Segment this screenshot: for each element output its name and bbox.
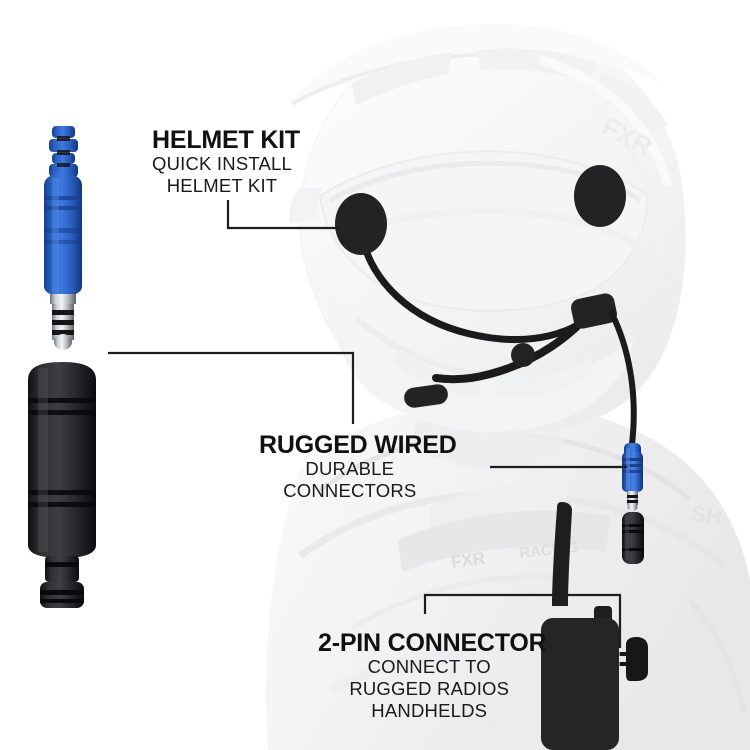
- callout-rugged-wired-sub-1: DURABLE: [305, 458, 395, 479]
- black-female-connector: [28, 362, 96, 750]
- callout-rugged-wired-title: RUGGED WIRED: [259, 431, 457, 459]
- callout-helmet-kit: HELMET KIT QUICK INSTALL HELMET KIT: [152, 127, 300, 197]
- handheld-radio: [541, 502, 619, 750]
- blue-barrel: [44, 174, 82, 296]
- chrome-plug-tip: [50, 294, 76, 350]
- callout-helmet-kit-title: HELMET KIT: [152, 126, 300, 154]
- inline-blue-male-connector: [622, 443, 643, 511]
- inline-black-female-connector: [622, 512, 644, 648]
- leader-helmet-kit: [226, 200, 340, 230]
- leader-2pin: [423, 593, 622, 648]
- helmet-speaker-right: [574, 165, 626, 227]
- callout-rugged-wired: RUGGED WIRED DURABLE CONNECTORS: [259, 432, 457, 502]
- callout-helmet-kit-sub-2: HELMET KIT: [166, 174, 278, 196]
- leader-lines: [108, 200, 627, 648]
- blue-trrs-male-connector: [44, 0, 82, 350]
- callout-2pin-sub-2: RUGGED RADIOS: [349, 677, 510, 699]
- boom-mic-bead: [511, 343, 535, 367]
- leader-rugged-wired-connector: [108, 351, 355, 424]
- callout-2pin-sub-3: HANDHELDS: [371, 699, 488, 721]
- helmet-speaker-left: [335, 193, 387, 255]
- radio-body: [541, 618, 619, 750]
- svg-text:SH: SH: [689, 500, 723, 530]
- neck-shadow: [412, 402, 566, 469]
- headset-assembly: [335, 165, 648, 750]
- svg-text:FXR: FXR: [450, 548, 486, 572]
- headset-down-lead: [609, 311, 637, 447]
- callout-2pin-title: 2-PIN CONNECTOR: [318, 629, 547, 657]
- cable-junction-module: [571, 293, 617, 329]
- strain-relief-ribs: [49, 126, 78, 177]
- boom-mic-arm: [432, 302, 600, 384]
- boom-mic-capsule: [404, 384, 448, 408]
- helmet-peak: [288, 23, 660, 107]
- callout-2pin-connector: 2-PIN CONNECTOR CONNECT TO RUGGED RADIOS…: [318, 630, 547, 721]
- radio-antenna: [552, 502, 572, 606]
- callout-rugged-wired-sub-2: CONNECTORS: [283, 479, 417, 501]
- callout-2pin-sub-1: CONNECT TO: [367, 656, 491, 677]
- callout-helmet-kit-sub-1: QUICK INSTALL: [152, 153, 293, 174]
